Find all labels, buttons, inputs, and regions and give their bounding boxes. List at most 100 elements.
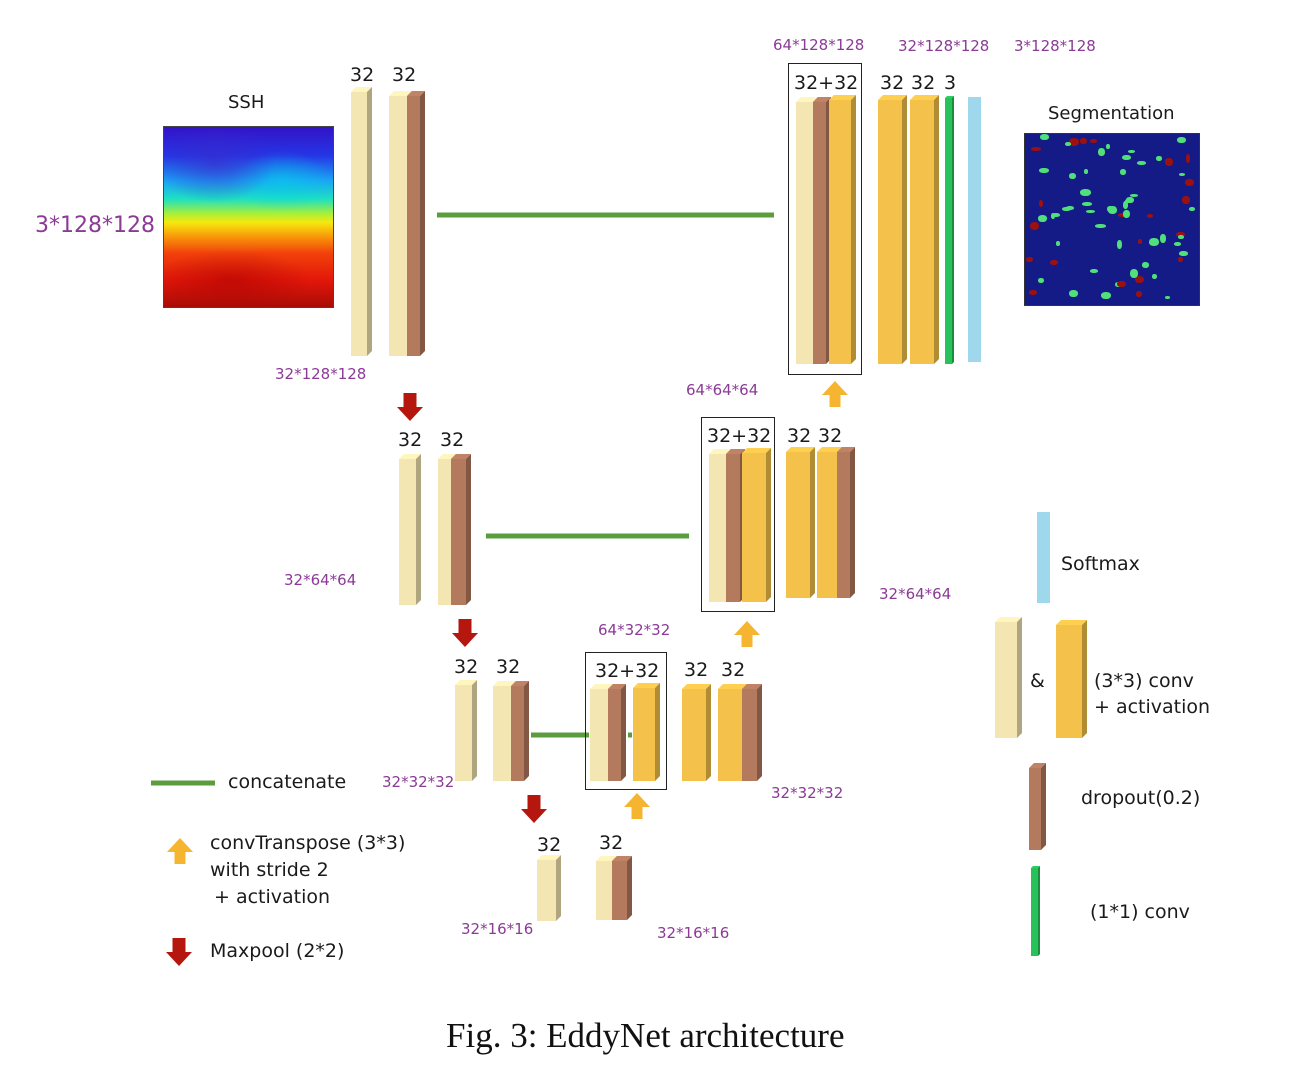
dec3-count-a: 32: [684, 659, 709, 681]
segmentation-anticyclonic-eddy: [1056, 241, 1060, 246]
segmentation-cyclonic-eddy: [1090, 139, 1097, 143]
enc2-dim: 32*64*64: [284, 571, 357, 589]
segmentation-anticyclonic-eddy: [1052, 213, 1060, 217]
segmentation-anticyclonic-eddy: [1130, 269, 1138, 278]
segmentation-cyclonic-eddy: [1147, 214, 1153, 218]
legend-dropout-block: [1029, 763, 1046, 850]
dec1-dim-concat: 64*128*128: [773, 36, 865, 54]
segmentation-cyclonic-eddy: [1031, 147, 1041, 151]
segmentation-anticyclonic-eddy: [1137, 161, 1146, 165]
segmentation-anticyclonic-eddy: [1149, 238, 1159, 246]
segmentation-anticyclonic-eddy: [1142, 262, 1149, 268]
dec2-conv-block-a: [786, 447, 815, 598]
dec1-conv-block-a: [878, 95, 907, 364]
segmentation-cyclonic-eddy: [1136, 291, 1142, 297]
segmentation-anticyclonic-eddy: [1038, 215, 1047, 222]
segmentation-cyclonic-eddy: [1118, 213, 1127, 217]
enc1-dropout-block: [407, 91, 425, 356]
concat-box-level2: [701, 417, 775, 612]
input-dim-label: 3*128*128: [35, 213, 155, 238]
dec3-dropout-block: [742, 684, 762, 781]
enc4-dropout-block: [612, 856, 632, 920]
segmentation-anticyclonic-eddy: [1108, 206, 1117, 214]
legend-maxpool-arrow: [166, 938, 192, 966]
segmentation-label: Segmentation: [1048, 103, 1175, 124]
enc4-count-a: 32: [537, 834, 562, 856]
segmentation-anticyclonic-eddy: [1051, 213, 1055, 219]
dec1-softmax-block: [968, 97, 981, 362]
segmentation-anticyclonic-eddy: [1069, 173, 1076, 179]
segmentation-cyclonic-eddy: [1178, 257, 1183, 262]
enc2-count-a: 32: [398, 429, 423, 451]
segmentation-anticyclonic-eddy: [1179, 251, 1188, 256]
segmentation-anticyclonic-eddy: [1101, 292, 1111, 299]
segmentation-cyclonic-eddy: [1069, 138, 1079, 146]
legend-upconv-arrow: [167, 838, 193, 864]
segmentation-cyclonic-eddy: [1080, 138, 1087, 144]
dec3-concat-conv-block: [633, 683, 660, 781]
upconv-arrow-3: [624, 793, 650, 819]
ssh-label: SSH: [228, 92, 265, 113]
legend-convtranspose-line3: + activation: [214, 886, 331, 908]
segmentation-cyclonic-eddy: [1138, 239, 1142, 244]
dec1-count-b: 32: [911, 72, 936, 94]
segmentation-anticyclonic-eddy: [1039, 168, 1049, 173]
upconv-arrow-1: [822, 381, 848, 407]
dec2-dim-out: 32*64*64: [879, 585, 952, 603]
maxpool-arrow-1: [397, 393, 423, 421]
segmentation-anticyclonic-eddy: [1123, 201, 1128, 209]
segmentation-anticyclonic-eddy: [1178, 235, 1184, 239]
segmentation-cyclonic-eddy: [1026, 257, 1033, 262]
legend-convtranspose-line1: convTranspose (3*3): [210, 832, 406, 854]
dec1-concat-count: 32+32: [794, 72, 859, 94]
enc4-count-b: 32: [599, 832, 624, 854]
enc3-count-a: 32: [454, 656, 479, 678]
segmentation-anticyclonic-eddy: [1156, 156, 1162, 161]
dec3-dim-concat: 64*32*32: [598, 621, 671, 639]
dec2-dim-concat: 64*64*64: [686, 381, 759, 399]
dec2-concat-count: 32+32: [707, 425, 772, 447]
segmentation-anticyclonic-eddy: [1179, 173, 1185, 176]
segmentation-anticyclonic-eddy: [1065, 142, 1071, 146]
segmentation-anticyclonic-eddy: [1122, 155, 1131, 160]
maxpool-arrow-3: [521, 795, 547, 823]
segmentation-cyclonic-eddy: [1182, 196, 1190, 204]
segmentation-anticyclonic-eddy: [1098, 148, 1105, 156]
enc3-dim: 32*32*32: [382, 773, 455, 791]
legend-conv-line1: (3*3) conv: [1094, 670, 1194, 692]
enc1-count-b: 32: [392, 64, 417, 86]
enc1-count-a: 32: [350, 64, 375, 86]
segmentation-anticyclonic-eddy: [1123, 210, 1130, 218]
segmentation-cyclonic-eddy: [1176, 232, 1185, 237]
upconv-arrow-2: [734, 621, 760, 647]
legend-concatenate-label: concatenate: [228, 771, 347, 793]
segmentation-anticyclonic-eddy: [1080, 189, 1091, 196]
segmentation-anticyclonic-eddy: [1128, 150, 1135, 153]
enc3-count-b: 32: [496, 656, 521, 678]
segmentation-anticyclonic-eddy: [1106, 144, 1110, 149]
legend-ampersand: &: [1030, 670, 1045, 692]
segmentation-anticyclonic-eddy: [1189, 207, 1195, 211]
dec2-dropout-block: [837, 447, 855, 598]
concat-box-level1: [788, 63, 862, 375]
enc2-dropout-block: [451, 454, 471, 605]
legend-softmax-block: [1037, 512, 1050, 603]
segmentation-map-image: [1024, 133, 1200, 306]
enc2-conv-block-a: [399, 454, 421, 605]
legend-maxpool-label: Maxpool (2*2): [210, 940, 345, 962]
dec3-concat-dropout-block: [608, 684, 626, 781]
enc4-dim-right: 32*16*16: [657, 924, 730, 942]
maxpool-arrow-2: [452, 619, 478, 647]
segmentation-anticyclonic-eddy: [1086, 210, 1095, 213]
segmentation-cyclonic-eddy: [1186, 154, 1190, 163]
segmentation-anticyclonic-eddy: [1069, 290, 1078, 297]
dec1-dim-out: 3*128*128: [1014, 37, 1096, 55]
dec3-count-b: 32: [721, 659, 746, 681]
segmentation-anticyclonic-eddy: [1082, 202, 1092, 206]
segmentation-anticyclonic-eddy: [1120, 169, 1126, 175]
segmentation-anticyclonic-eddy: [1040, 134, 1049, 140]
segmentation-anticyclonic-eddy: [1095, 224, 1106, 228]
segmentation-anticyclonic-eddy: [1160, 234, 1166, 243]
segmentation-cyclonic-eddy: [1039, 200, 1043, 207]
